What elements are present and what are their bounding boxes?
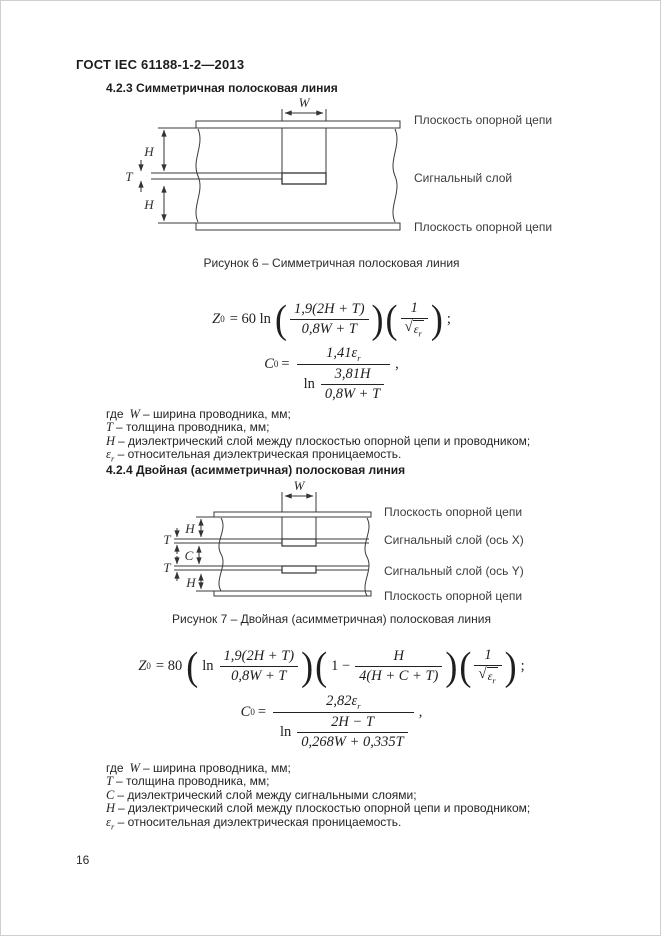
fig6-label-bottom-plane: Плоскость опорной цепи [414, 220, 552, 234]
fig7-break-line-right [364, 517, 370, 597]
fraction: 1 √ εr [400, 300, 428, 339]
fraction: 2,82εr ln 2H − T 0,268W + 0,335T [273, 693, 414, 751]
square-root: √ εr [404, 318, 424, 339]
legend-term: H– диэлектрический слой между плоскостью… [106, 433, 531, 448]
section-heading-423: 4.2.3 Симметричная полосковая линия [106, 81, 338, 95]
figure6-diagram: W H T H Плоскость опорной цепи Сигнальны… [125, 95, 552, 234]
standard-code-header: ГОСТ IEC 61188-1-2—2013 [76, 57, 245, 72]
fraction: 1,41εr ln 3,81H 0,8W + T [296, 345, 391, 403]
figure6-caption: Рисунок 6 – Симметричная полосковая лини… [203, 256, 460, 270]
legend-term: εr – относительная диэлектрическая прони… [106, 447, 402, 464]
fig7-dim-t-top-label: T [163, 532, 171, 547]
legend-term: εr – относительная диэлектрическая прони… [106, 814, 402, 832]
fig7-dim-t-bottom-label: T [163, 560, 171, 575]
fig6-dim-w-label: W [299, 95, 311, 110]
fig6-break-line-left [195, 128, 201, 223]
fig7-dim-h-bottom-label: H [185, 575, 196, 590]
legend-term: C– диэлектрический слой между сигнальным… [106, 787, 417, 802]
fig6-break-line-right [392, 128, 398, 223]
fig6-dim-t-label: T [125, 169, 133, 184]
legend-term: T– толщина проводника, мм; [106, 420, 270, 435]
fig7-label-bottom-plane: Плоскость опорной цепи [384, 589, 522, 603]
fig6-bottom-reference-plane [195, 222, 401, 231]
fig7-dim-c-label: C [185, 548, 194, 563]
fig7-bottom-reference-plane [213, 590, 372, 597]
fraction: H 4(H + C + T) [355, 648, 443, 685]
page-number: 16 [76, 853, 90, 867]
fraction: 1,9(2H + T) 0,8W + T [219, 648, 299, 685]
inner-fraction: 3,81H 0,8W + T [320, 366, 385, 403]
fraction: 1,9(2H + T) 0,8W + T [289, 301, 369, 338]
fig7-top-reference-plane [213, 511, 372, 518]
fig7-dim-h-top-label: H [184, 521, 195, 536]
figure7-caption: Рисунок 7 – Двойная (асимметричная) поло… [172, 612, 491, 626]
fig6-dim-h-bottom-label: H [143, 197, 154, 212]
fig6-dim-h-top-label: H [143, 144, 154, 159]
section-heading-424: 4.2.4 Двойная (асимметричная) полосковая… [106, 463, 406, 477]
fig6-label-signal: Сигнальный слой [414, 171, 512, 185]
fig7-label-signal-x: Сигнальный слой (ось X) [384, 533, 524, 547]
fig7-conductor-y-section [281, 565, 317, 574]
fig7-label-top-plane: Плоскость опорной цепи [384, 505, 522, 519]
inner-fraction: 2H − T 0,268W + 0,335T [297, 714, 408, 751]
fig6-conductor-section [281, 172, 327, 185]
fig7-conductor-x-section [281, 538, 317, 547]
figure7-diagram: W H T C T H [163, 478, 524, 603]
fig6-top-reference-plane [195, 120, 401, 129]
fraction: 1 √ εr [474, 647, 502, 686]
fig7-label-signal-y: Сигнальный слой (ось Y) [384, 564, 524, 578]
fig6-label-top-plane: Плоскость опорной цепи [414, 113, 552, 127]
square-root: √ εr [478, 665, 498, 686]
fig7-break-line-left [218, 517, 224, 592]
legend-term: H– диэлектрический слой между плоскостью… [106, 801, 531, 816]
fig7-dim-w-label: W [294, 478, 306, 493]
legend-term: T– толщина проводника, мм; [106, 774, 270, 789]
